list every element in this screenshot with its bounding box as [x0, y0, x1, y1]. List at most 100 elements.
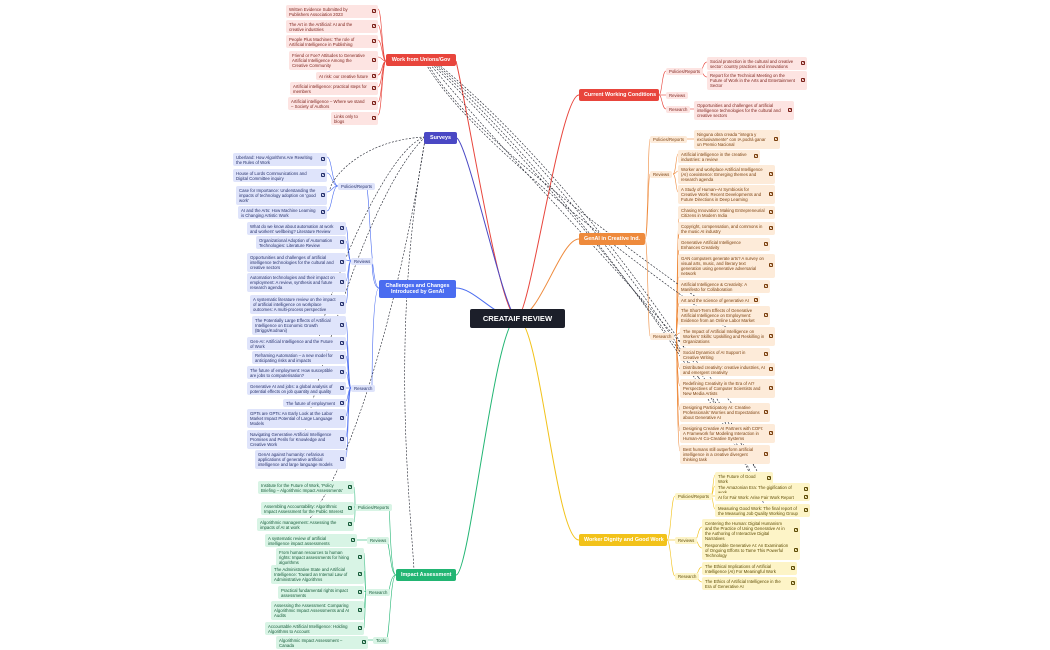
- link-icon[interactable]: ↗: [794, 547, 798, 552]
- link-icon[interactable]: ↗: [788, 107, 792, 112]
- genai-item[interactable]: Distributed creativity: creative industr…: [680, 363, 775, 377]
- challenges-item[interactable]: What do we know about automation at work…: [247, 222, 346, 236]
- link-icon[interactable]: ↗: [321, 157, 325, 162]
- link-icon[interactable]: ↗: [372, 86, 376, 91]
- challenges-item[interactable]: Navigating Generative Artificial Intelli…: [247, 430, 346, 449]
- dignity-item[interactable]: Centering the Human: Digital Humanism an…: [702, 519, 800, 543]
- impact-item[interactable]: Assessing the Assessment: Comparing Algo…: [271, 601, 364, 620]
- challenges-item[interactable]: GPTs are GPTs: An Early Look at the Labo…: [247, 409, 346, 428]
- genai-item[interactable]: The Short-Term Effects of Generative Art…: [678, 306, 770, 325]
- challenges-item[interactable]: Organizational Adoption of Automation Te…: [256, 236, 346, 250]
- challenges-item[interactable]: GenAI against humanity: nefarious applic…: [255, 450, 346, 469]
- link-icon[interactable]: ↗: [769, 430, 773, 435]
- challenges-sub-research[interactable]: Research: [351, 385, 376, 392]
- link-icon[interactable]: ↗: [351, 538, 355, 543]
- impact-item[interactable]: Algorithmic management: Assessing the im…: [257, 518, 354, 532]
- link-icon[interactable]: ↗: [340, 279, 344, 284]
- link-icon[interactable]: ↗: [372, 24, 376, 29]
- link-icon[interactable]: ↗: [321, 210, 325, 215]
- link-icon[interactable]: ↗: [791, 581, 795, 586]
- link-icon[interactable]: ↗: [340, 370, 344, 375]
- dignity-item[interactable]: Measuring Good Work: The final report of…: [715, 504, 810, 518]
- genai-item[interactable]: Generative Artificial Intelligence Enhan…: [678, 238, 770, 252]
- branch-genai-creative[interactable]: GenAI in Creative Ind.: [579, 233, 645, 245]
- impact-item[interactable]: From human resources to human rights: Im…: [276, 548, 364, 567]
- link-icon[interactable]: ↗: [340, 386, 344, 391]
- challenges-item[interactable]: The future of employment: How susceptibl…: [247, 366, 346, 380]
- challenges-item[interactable]: Automation technologies and their impact…: [247, 273, 346, 292]
- link-icon[interactable]: ↗: [372, 73, 376, 78]
- link-icon[interactable]: ↗: [372, 101, 376, 106]
- challenges-item[interactable]: A systematic literature review on the im…: [250, 295, 346, 314]
- branch-challenges-genai[interactable]: Challenges and Changes Introduced by Gen…: [379, 280, 456, 298]
- link-icon[interactable]: ↗: [769, 333, 773, 338]
- link-icon[interactable]: ↗: [358, 607, 362, 612]
- unions-item[interactable]: Written Evidence Submitted by Publishers…: [286, 5, 378, 19]
- link-icon[interactable]: ↗: [769, 385, 773, 390]
- dignity-item[interactable]: Responsible Generative AI: An Examinatio…: [702, 541, 800, 560]
- genai-item[interactable]: The Impact of Artificial Intelligence on…: [680, 327, 775, 346]
- link-icon[interactable]: ↗: [340, 301, 344, 306]
- branch-impact-assessment[interactable]: Impact Assessment: [396, 569, 456, 581]
- link-icon[interactable]: ↗: [769, 226, 773, 231]
- impact-item[interactable]: Practical fundamental rights impact asse…: [278, 586, 364, 600]
- genai-item[interactable]: Designing Participatory AI: Creative Pro…: [680, 403, 770, 422]
- branch-worker-dignity[interactable]: Worker Dignity and Good Work: [579, 534, 667, 546]
- link-icon[interactable]: ↗: [358, 571, 362, 576]
- link-icon[interactable]: ↗: [340, 355, 344, 360]
- link-icon[interactable]: ↗: [801, 61, 805, 66]
- genai-item[interactable]: Artificial intelligence in the creative …: [678, 150, 760, 164]
- dignity-sub-policies[interactable]: Policies/Reports: [675, 493, 713, 500]
- link-icon[interactable]: ↗: [372, 9, 376, 14]
- link-icon[interactable]: ↗: [764, 312, 768, 317]
- challenges-item[interactable]: Opportunities and challenges of artifici…: [247, 253, 346, 272]
- genai-item[interactable]: Worker and workplace Artificial Intellig…: [678, 165, 775, 184]
- dignity-item[interactable]: AI for Fair Work: Arise Fair Work Report…: [715, 493, 810, 502]
- challenges-sub-policies[interactable]: Policies/Reports: [338, 183, 376, 190]
- link-icon[interactable]: ↗: [791, 566, 795, 571]
- link-icon[interactable]: ↗: [340, 322, 344, 327]
- link-icon[interactable]: ↗: [358, 554, 362, 559]
- link-icon[interactable]: ↗: [340, 259, 344, 264]
- unions-item[interactable]: Links only to blogs↗: [331, 112, 378, 126]
- link-icon[interactable]: ↗: [754, 154, 758, 159]
- challenges-item[interactable]: House of Lords Communications and Digita…: [233, 169, 327, 183]
- link-icon[interactable]: ↗: [358, 590, 362, 595]
- genai-item[interactable]: A Study of Human–AI Symbiosis for Creati…: [678, 185, 775, 204]
- link-icon[interactable]: ↗: [348, 522, 352, 527]
- challenges-item[interactable]: Gen-AI: Artificial Intelligence and the …: [247, 337, 346, 351]
- link-icon[interactable]: ↗: [769, 171, 773, 176]
- unions-item[interactable]: People Plus Machines: The role of Artifi…: [286, 35, 378, 49]
- link-icon[interactable]: ↗: [764, 242, 768, 247]
- link-icon[interactable]: ↗: [372, 57, 376, 62]
- link-icon[interactable]: ↗: [794, 528, 798, 533]
- challenges-item[interactable]: The future of employment↗: [283, 399, 346, 408]
- link-icon[interactable]: ↗: [764, 284, 768, 289]
- link-icon[interactable]: ↗: [340, 226, 344, 231]
- link-icon[interactable]: ↗: [804, 487, 808, 492]
- link-icon[interactable]: ↗: [769, 210, 773, 215]
- link-icon[interactable]: ↗: [769, 191, 773, 196]
- impact-item[interactable]: The Administrative State and Artificial …: [271, 565, 364, 584]
- challenges-sub-reviews[interactable]: Reviews: [351, 258, 374, 265]
- conditions-item[interactable]: Report for the Technical Meeting on the …: [707, 71, 807, 90]
- challenges-item[interactable]: Uberland: How Algorithms Are Rewriting t…: [233, 153, 327, 167]
- link-icon[interactable]: ↗: [321, 173, 325, 178]
- genai-sub-research[interactable]: Research: [650, 333, 675, 340]
- genai-item[interactable]: Redefining Creativity in the Era of AI? …: [680, 379, 775, 398]
- link-icon[interactable]: ↗: [764, 451, 768, 456]
- unions-item[interactable]: Artificial intelligence: practical steps…: [290, 82, 378, 96]
- link-icon[interactable]: ↗: [801, 77, 805, 82]
- link-icon[interactable]: ↗: [764, 352, 768, 357]
- link-icon[interactable]: ↗: [754, 297, 758, 302]
- impact-sub-research[interactable]: Research: [366, 589, 391, 596]
- impact-sub-policies[interactable]: Policies/Reports: [355, 504, 393, 511]
- link-icon[interactable]: ↗: [767, 476, 771, 481]
- genai-item[interactable]: Best humans still outperform artificial …: [680, 445, 770, 464]
- challenges-item[interactable]: Generative AI and jobs: a global analysi…: [247, 382, 346, 396]
- unions-item[interactable]: Friend or Foe? Attitudes to Generative A…: [289, 51, 378, 70]
- genai-item[interactable]: Social Dynamics of AI Support in Creativ…: [680, 348, 770, 362]
- challenges-item[interactable]: AI and the Arts: How Machine Learning is…: [238, 206, 327, 220]
- link-icon[interactable]: ↗: [804, 494, 808, 499]
- link-icon[interactable]: ↗: [362, 640, 366, 645]
